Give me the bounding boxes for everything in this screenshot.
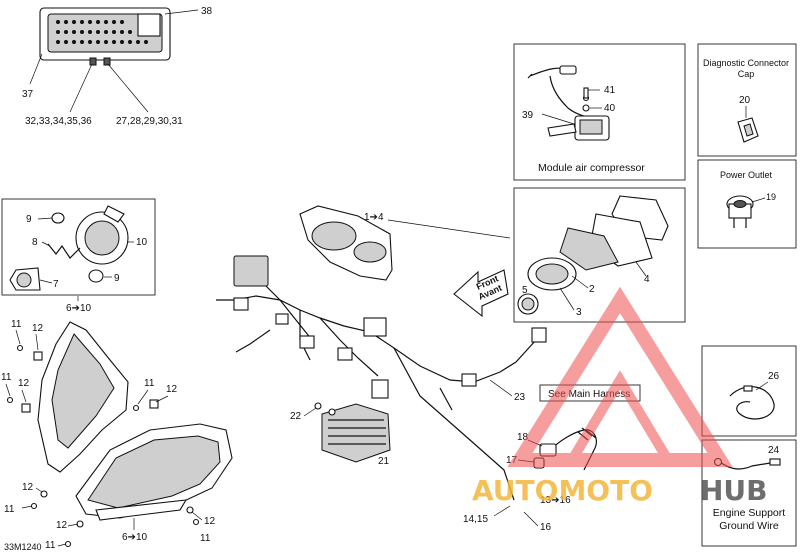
callout-22: 22: [290, 411, 302, 422]
callout-5: 5: [522, 285, 528, 296]
callout-11-e: 11: [45, 540, 56, 551]
callout-7: 7: [53, 279, 59, 290]
lower-headlight: [75, 423, 233, 521]
figure-code: 33M1240: [4, 542, 42, 552]
callout-2: 2: [589, 284, 595, 295]
ecu-module[interactable]: [39, 7, 171, 66]
see-main-harness-box[interactable]: [539, 384, 641, 402]
callout-12-f: 12: [204, 516, 216, 527]
callout-3: 3: [576, 307, 582, 318]
callout-10: 10: [136, 237, 148, 248]
callout-12-b: 12: [18, 378, 30, 389]
callout-6-10-bottom: 6➔10: [122, 532, 148, 543]
callout-16: 16: [540, 522, 552, 533]
callout-1-4: 1➔4: [364, 212, 384, 223]
callout-12-a: 12: [32, 323, 44, 334]
fasteners-bottom: [30, 490, 200, 548]
callout-11-b: 11: [1, 372, 12, 383]
cluster-exploded-box[interactable]: [513, 187, 686, 323]
callout-37: 37: [22, 89, 34, 100]
voltage-regulator[interactable]: [314, 402, 391, 463]
diagnostic-cap-caption-line1: Diagnostic Connector: [703, 58, 789, 68]
callout-21: 21: [378, 456, 390, 467]
callout-38: 38: [201, 6, 213, 17]
callout-11-d: 11: [4, 504, 15, 515]
watermark-text-hub: HUB: [700, 474, 768, 507]
instrument-cluster[interactable]: [299, 205, 393, 281]
callout-6-10-top: 6➔10: [66, 303, 92, 314]
callout-11-a: 11: [11, 319, 22, 330]
callout-13-16: 13➔16: [540, 495, 571, 506]
callout-12-d: 12: [22, 482, 34, 493]
power-outlet-caption: Power Outlet: [720, 170, 773, 180]
watermark-text-automoto: AUTOMOTO: [472, 474, 653, 507]
power-outlet-box[interactable]: Power Outlet: [697, 159, 797, 249]
left-headlight-housing: [37, 321, 129, 473]
callout-14-15: 14,15: [463, 514, 488, 525]
diagnostic-cap-caption-line2: Cap: [738, 69, 755, 79]
callout-26: 26: [768, 371, 780, 382]
diagnostic-connector-cap-box[interactable]: Diagnostic Connector Cap: [697, 43, 797, 157]
callout-12-c: 12: [166, 384, 178, 395]
callout-27-31: 27,28,29,30,31: [116, 116, 183, 127]
callout-12-e: 12: [56, 520, 68, 531]
engine-support-caption-line2: Ground Wire: [719, 520, 779, 532]
see-main-harness-label: See Main Harness: [548, 389, 630, 400]
watermark-logo: [507, 286, 733, 467]
cable-strap-box[interactable]: [701, 345, 797, 437]
callout-9-bottom: 9: [114, 273, 120, 284]
callout-4: 4: [644, 274, 650, 285]
callout-20: 20: [739, 95, 751, 106]
wiring-harness[interactable]: [216, 255, 547, 501]
fasteners-left: [6, 344, 159, 413]
callout-32-36: 32,33,34,35,36: [25, 116, 92, 127]
engine-support-caption-line1: Engine Support: [713, 507, 785, 519]
callout-41: 41: [604, 85, 616, 96]
module-air-compressor-caption: Module air compressor: [538, 162, 645, 174]
callout-9-top: 9: [26, 214, 32, 225]
callout-39: 39: [522, 110, 534, 121]
callout-11-c: 11: [144, 378, 155, 389]
callout-24: 24: [768, 445, 780, 456]
module-air-compressor-box[interactable]: Module air compressor: [513, 43, 686, 181]
callout-19: 19: [766, 192, 776, 202]
callout-23: 23: [514, 392, 526, 403]
front-direction-arrow: Front Avant: [453, 269, 509, 318]
callout-18: 18: [517, 432, 529, 443]
headlight-bulb-box[interactable]: [1, 198, 156, 296]
callout-8: 8: [32, 237, 38, 248]
callout-40: 40: [604, 103, 616, 114]
callout-11-f: 11: [200, 533, 211, 544]
